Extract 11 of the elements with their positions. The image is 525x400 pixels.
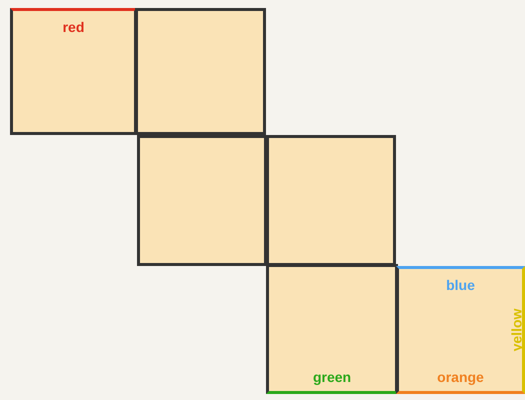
edge-colour-label: yellow xyxy=(510,308,524,352)
edge-colour-label: orange xyxy=(437,370,484,384)
cube-face xyxy=(266,264,398,394)
cube-face xyxy=(135,8,266,135)
cube-face xyxy=(266,135,396,266)
cube-face xyxy=(10,8,137,135)
edge-colour-label: green xyxy=(312,370,352,384)
cube-face xyxy=(137,135,267,266)
edge-colour-label: blue xyxy=(446,278,475,292)
cube-face xyxy=(396,266,525,394)
edge-colour-label: red xyxy=(62,20,84,34)
